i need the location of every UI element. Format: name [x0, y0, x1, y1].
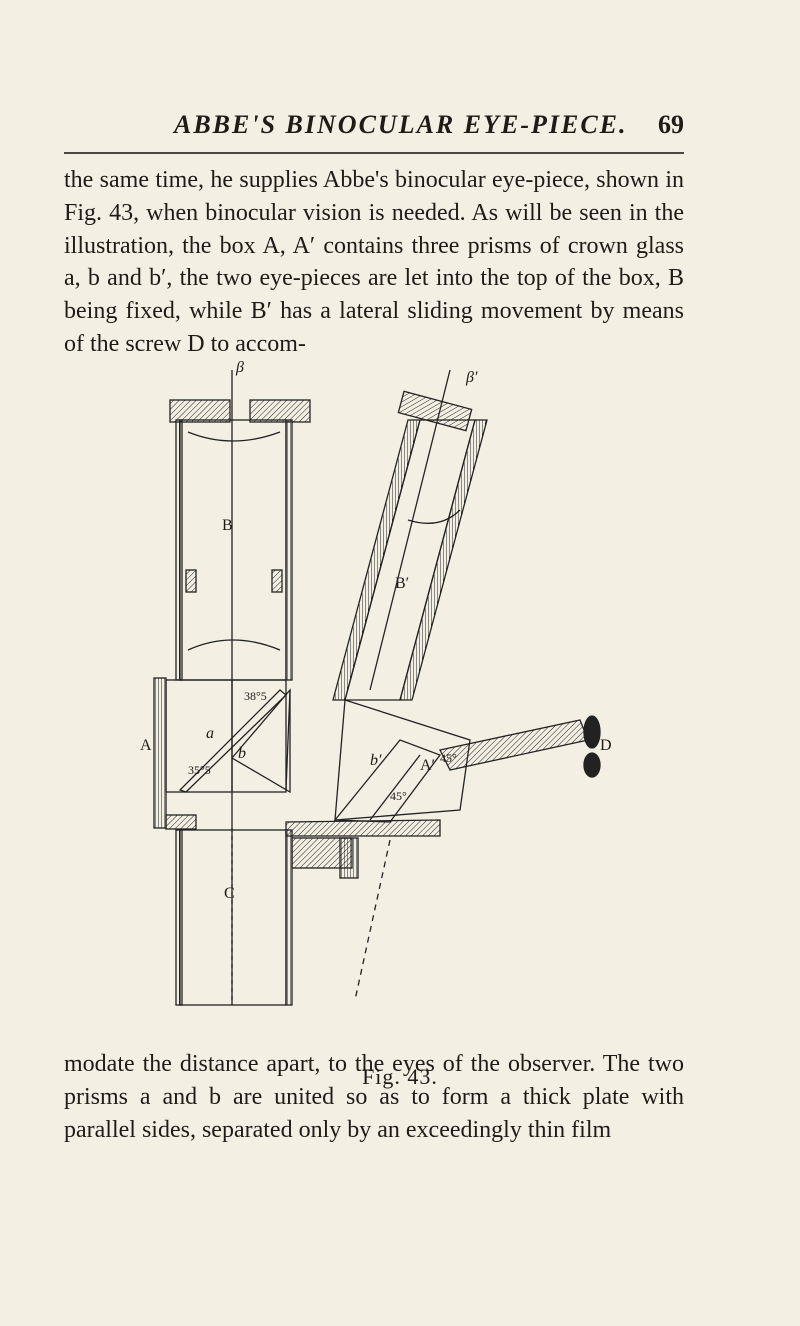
label-angle-45-top: 45°: [440, 751, 457, 765]
page-header: ABBE'S BINOCULAR EYE-PIECE. 69: [64, 100, 684, 140]
label-b: b: [238, 745, 246, 762]
running-title: ABBE'S BINOCULAR EYE-PIECE.: [174, 110, 628, 139]
lower-tube-C: [179, 829, 287, 1006]
screw-D: [439, 715, 601, 778]
paragraph-bottom: modate the distance apart, to the eyes o…: [64, 1051, 684, 1143]
label-angle-38: 38°5: [244, 689, 267, 703]
label-A: A: [140, 737, 152, 754]
label-angle-35: 35°5: [188, 763, 211, 777]
label-D: D: [600, 737, 612, 754]
figure-caption: Fig. 43.: [362, 1064, 438, 1089]
left-eyepiece-tube: [179, 419, 287, 681]
label-A-prime: A′: [420, 757, 435, 774]
label-beta-right: β′: [465, 369, 478, 386]
label-C: C: [224, 885, 235, 902]
right-eyepiece-tube: [332, 369, 488, 701]
label-beta-left: β: [235, 360, 244, 376]
figure-43-binocular-eyepiece: β β′ B B′ A A′ a b b′ C D 38°5 45° 45° 3…: [140, 360, 612, 1006]
label-angle-45-right: 45°: [390, 789, 407, 803]
prism-box-A: [165, 679, 287, 793]
label-b-prime: b′: [370, 752, 382, 769]
header-rule: [64, 152, 684, 154]
label-B-prime: B′: [395, 575, 409, 592]
paragraph-top: the same time, he supplies Abbe's binocu…: [64, 167, 684, 357]
label-a: a: [206, 725, 214, 742]
prism-box-A-prime: [334, 699, 471, 821]
page-number: 69: [658, 110, 684, 139]
label-B: B: [222, 517, 233, 534]
